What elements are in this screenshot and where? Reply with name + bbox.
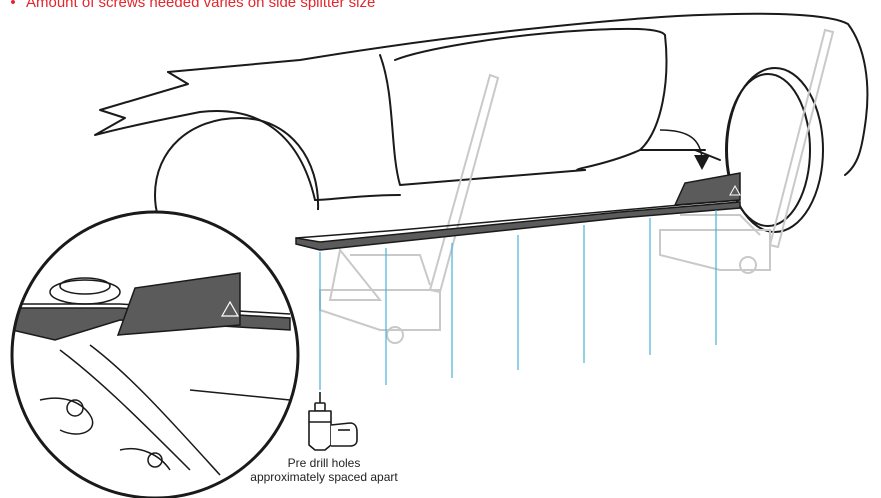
closeup-splitter-end — [116, 272, 241, 336]
jack-stand-rear — [659, 28, 835, 274]
triangle-logo-icon — [220, 300, 240, 317]
car-body — [94, 12, 869, 201]
magnifier-lens — [10, 210, 300, 498]
triangle-logo-icon — [729, 184, 741, 196]
note-bullet: • — [10, 0, 16, 11]
caption-line-1: Pre drill holes — [287, 456, 361, 470]
rear-wheel — [725, 67, 824, 233]
drill-guide-lines — [319, 210, 717, 390]
caption-line-2: approximately spaced apart — [250, 470, 398, 484]
note-text: Amount of screws needed varies on side s… — [26, 0, 376, 11]
drill-caption: Pre drill holes approximately spaced apa… — [224, 456, 424, 484]
drill-icon — [308, 392, 358, 451]
instruction-note: • Amount of screws needed varies on side … — [0, 0, 881, 14]
jack-stand-front — [319, 73, 500, 344]
side-splitter — [295, 172, 741, 251]
arrow-down-icon — [659, 129, 710, 170]
